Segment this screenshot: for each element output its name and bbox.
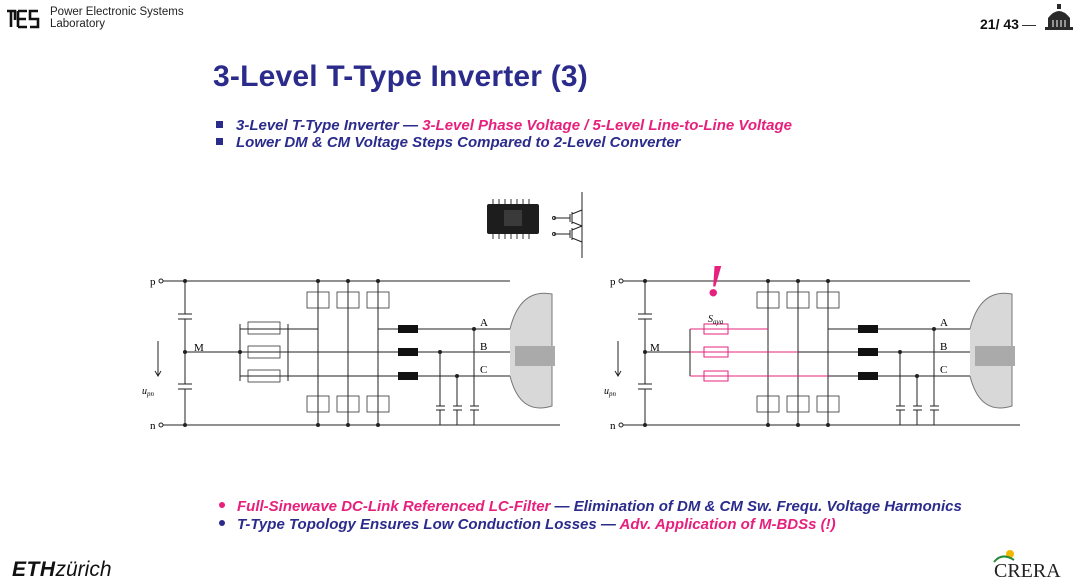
eth-dome-icon: [1045, 4, 1073, 30]
circuit-diagram-left: p n M A B C upn: [142, 276, 560, 432]
dot-bullet-icon: [219, 520, 225, 526]
bullet-highlight: 3-Level Phase Voltage / 5-Level Line-to-…: [422, 117, 793, 134]
bullet-highlight: Adv. Application of M-BDSs (!): [619, 516, 836, 533]
phase-b-label: B: [480, 341, 487, 353]
lab-name-line1: Power Electronic Systems: [50, 6, 184, 18]
eth-logo-bold: ETH: [12, 558, 56, 581]
bullet-item: 3-Level T-Type Inverter — 3-Level Phase …: [216, 117, 792, 134]
phase-c-label: C: [480, 364, 487, 376]
bullet-highlight: Full-Sinewave DC-Link Referenced LC-Filt…: [237, 498, 551, 515]
bottom-bullets: Full-Sinewave DC-Link Referenced LC-Filt…: [219, 498, 962, 534]
rail-p-label: p: [150, 276, 156, 288]
square-bullet-icon: [216, 138, 223, 145]
voltage-label: upn: [604, 386, 617, 398]
page-number-text: 21/ 43: [980, 16, 1019, 32]
crera-logo: CRERA: [994, 560, 1061, 582]
page-underline: [1021, 24, 1036, 26]
eth-zurich-logo: ETHzürich: [12, 558, 112, 582]
pes-logo: [7, 9, 40, 29]
rail-n-label: n: [610, 420, 616, 432]
bullet-item: T-Type Topology Ensures Low Conduction L…: [219, 516, 962, 534]
lab-name-line2: Laboratory: [50, 18, 105, 30]
rail-n-label: n: [150, 420, 156, 432]
page-number: 21/ 43: [980, 16, 1036, 32]
voltage-label: upn: [142, 386, 155, 398]
midpoint-label: M: [194, 342, 204, 354]
phase-b-label: B: [940, 341, 947, 353]
eth-logo-text: zürich: [55, 558, 112, 581]
circuit-diagram-right: ! p n M Saya A B C upn: [604, 255, 1020, 432]
phase-a-label: A: [480, 317, 488, 329]
bullet-text: Lower DM & CM Voltage Steps Compared to …: [236, 134, 681, 151]
slide-title: 3-Level T-Type Inverter (3): [213, 60, 588, 93]
bullet-item: Lower DM & CM Voltage Steps Compared to …: [216, 134, 792, 151]
bullet-text: — Elimination of DM & CM Sw. Frequ. Volt…: [550, 498, 962, 515]
power-module-figure: [487, 192, 583, 258]
bullet-item: Full-Sinewave DC-Link Referenced LC-Filt…: [219, 498, 962, 516]
lab-name: Power Electronic Systems Laboratory: [50, 6, 184, 30]
phase-a-label: A: [940, 317, 948, 329]
crera-sun-icon: [993, 550, 1015, 563]
switch-label: Saya: [708, 314, 724, 326]
bullet-text: T-Type Topology Ensures Low Conduction L…: [237, 516, 620, 533]
square-bullet-icon: [216, 121, 223, 128]
midpoint-label: M: [650, 342, 660, 354]
top-bullets: 3-Level T-Type Inverter — 3-Level Phase …: [216, 117, 792, 151]
warning-exclamation: !: [706, 255, 724, 306]
phase-c-label: C: [940, 364, 947, 376]
bullet-text: 3-Level T-Type Inverter —: [236, 117, 423, 134]
dot-bullet-icon: [219, 502, 225, 508]
rail-p-label: p: [610, 276, 616, 288]
